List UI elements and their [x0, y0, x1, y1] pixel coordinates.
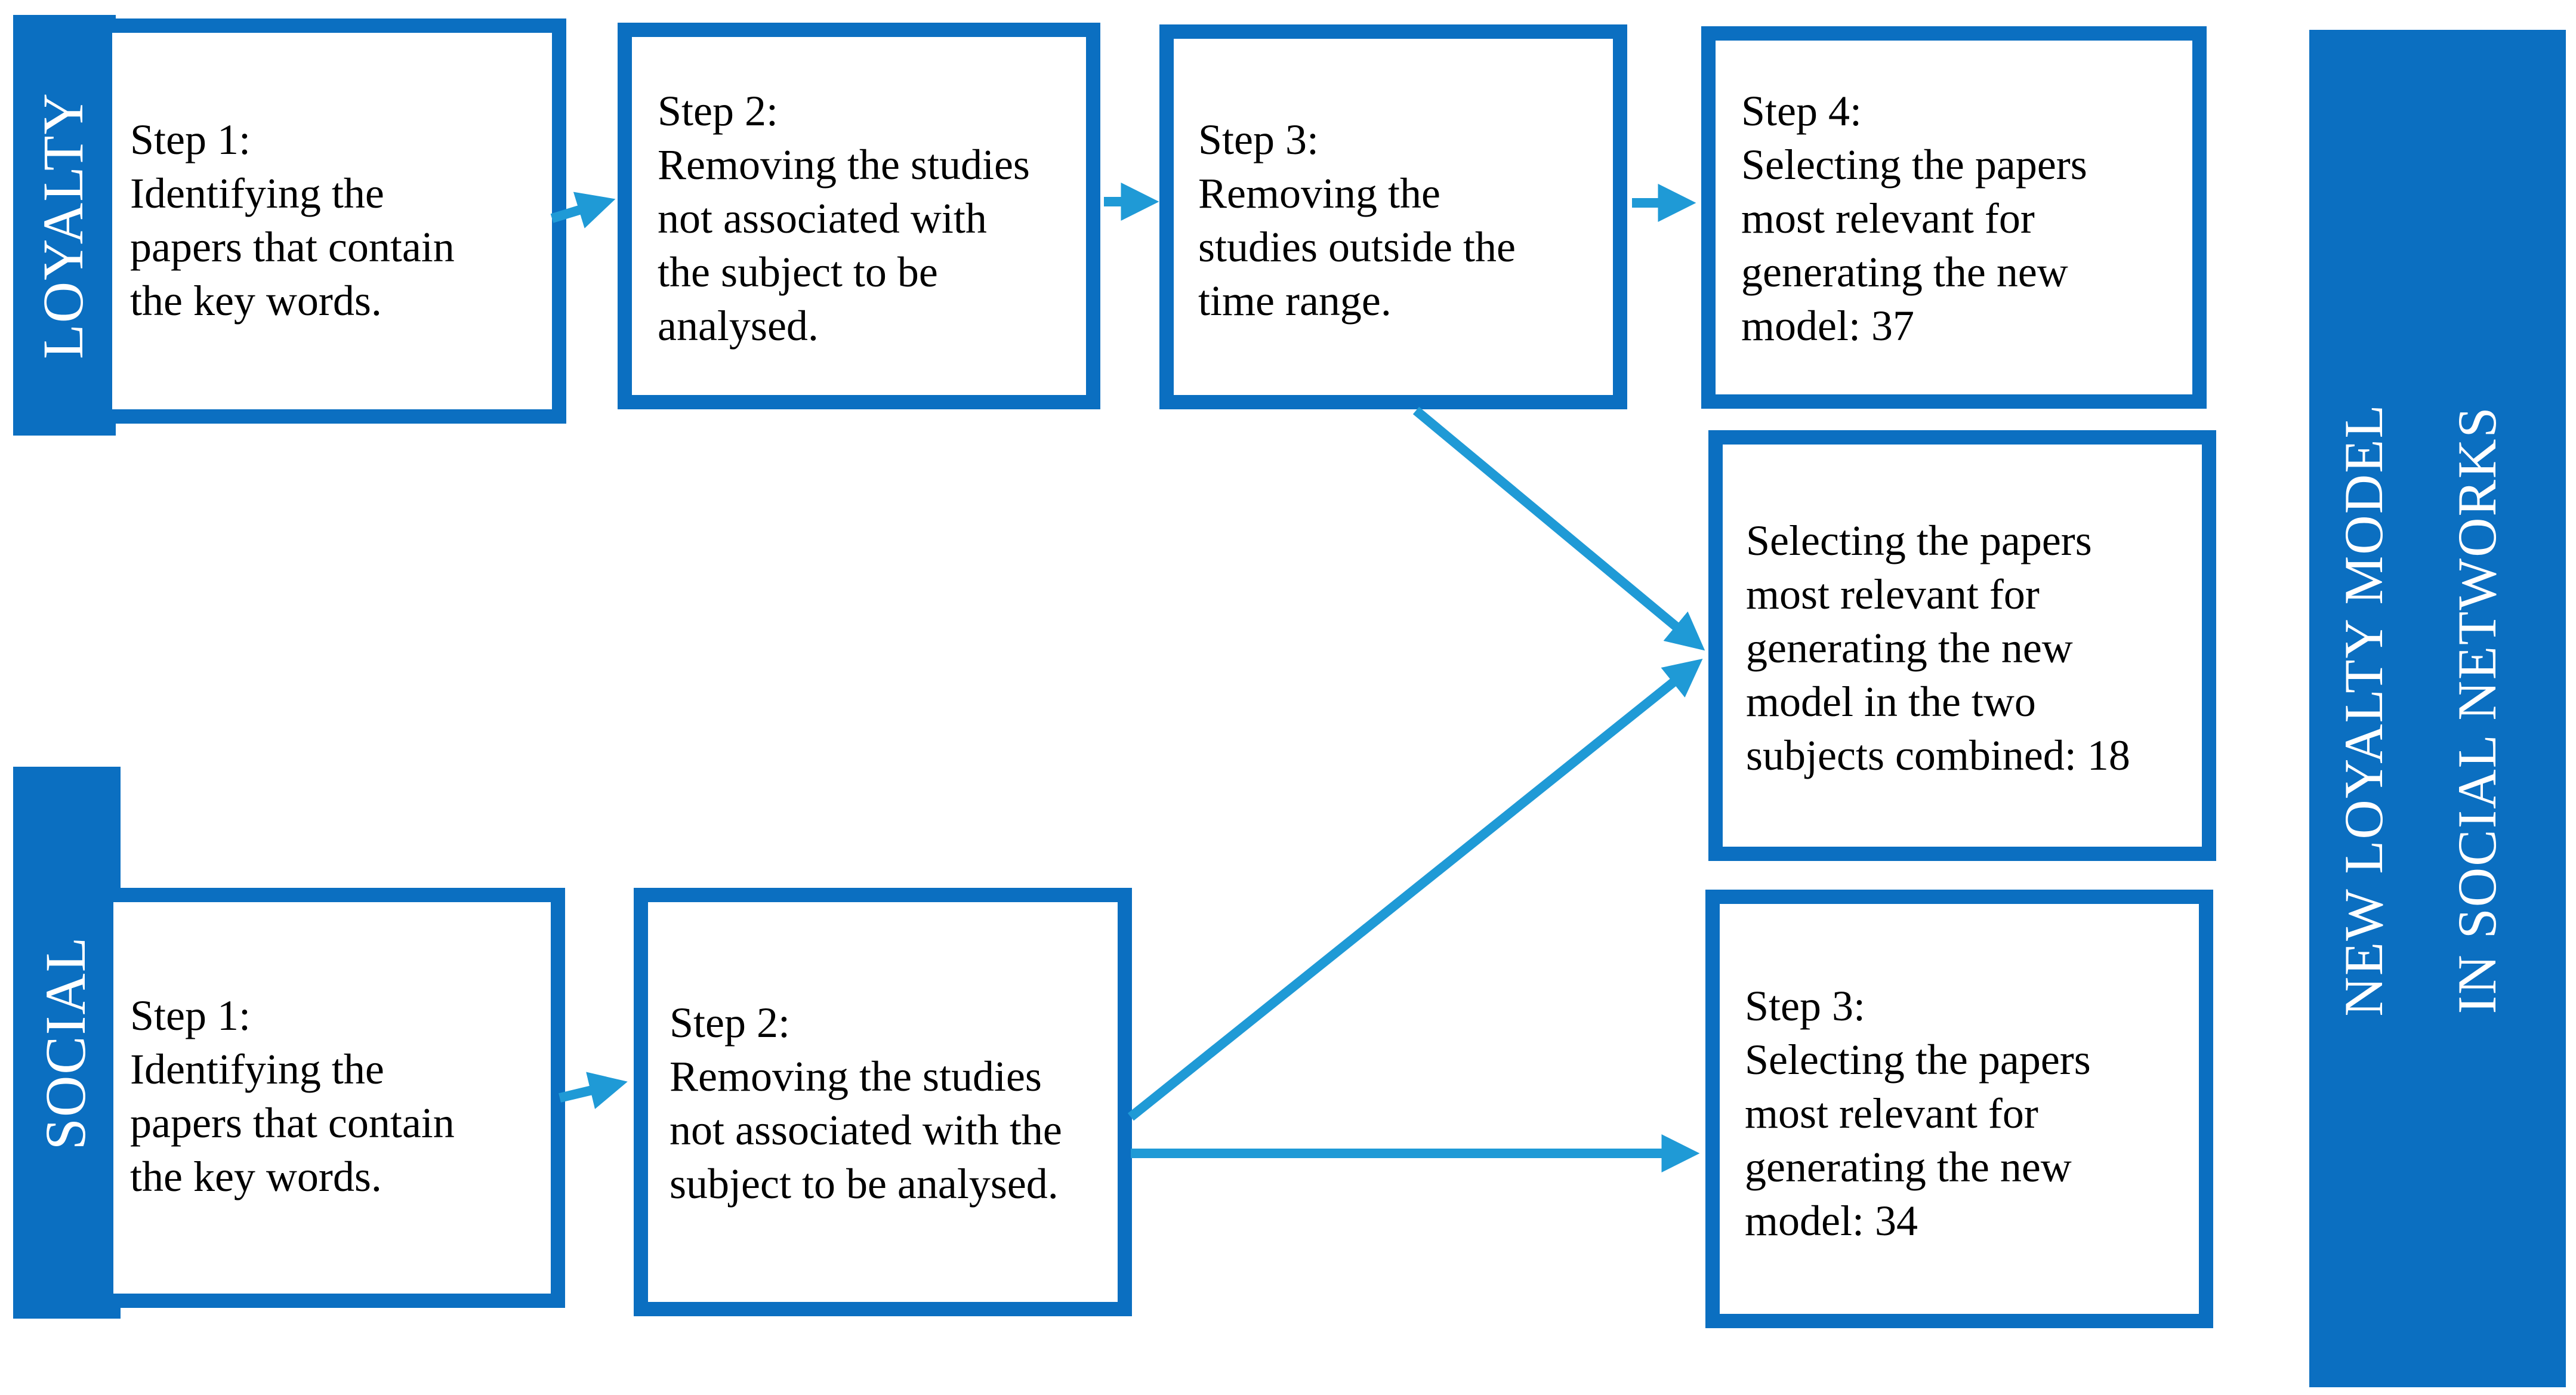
- arrow-loyalty-1-2: [550, 192, 616, 229]
- arrow-social-1-2: [559, 1072, 628, 1109]
- loyalty-step4-text: Step 4: Selecting the papers most releva…: [1741, 87, 2098, 350]
- loyalty-step3-box: [1159, 24, 1627, 409]
- new-model-label-line1: NEW LOYALTY MODEL: [2333, 403, 2394, 1016]
- loyalty-step3-text: Step 3: Removing the studies outside the…: [1198, 116, 1526, 325]
- loyalty-step4-box: [1701, 26, 2207, 409]
- new-model-label-line2: IN SOCIAL NETWORKS: [2447, 406, 2507, 1014]
- arrow-loyalty3-combined: [1412, 406, 1705, 651]
- new-model-label: NEW LOYALTY MODEL IN SOCIAL NETWORKS: [2309, 30, 2566, 1387]
- loyalty-step2-text: Step 2: Removing the studies not associa…: [658, 87, 1041, 350]
- combined-box: [1708, 430, 2216, 861]
- social-step3-box: [1705, 890, 2213, 1328]
- social-step3-text: Step 3: Selecting the papers most releva…: [1745, 982, 2102, 1245]
- social-step2-text: Step 2: Removing the studies not associa…: [670, 999, 1073, 1208]
- arrow-social2-combined: [1127, 658, 1703, 1121]
- social-step1-box: [99, 888, 565, 1308]
- loyalty-label-text: LOYALTY: [31, 92, 95, 359]
- loyalty-step1-text: Step 1: Identifying the papers that cont…: [130, 116, 465, 325]
- social-label-text: SOCIAL: [33, 936, 97, 1150]
- loyalty-step1-box: [98, 18, 566, 424]
- loyalty-step2-box: [618, 23, 1100, 409]
- social-step1-text: Step 1: Identifying the papers that cont…: [130, 992, 465, 1200]
- social-step2-box: [634, 888, 1132, 1316]
- combined-text: Selecting the papers most relevant for g…: [1746, 517, 2130, 779]
